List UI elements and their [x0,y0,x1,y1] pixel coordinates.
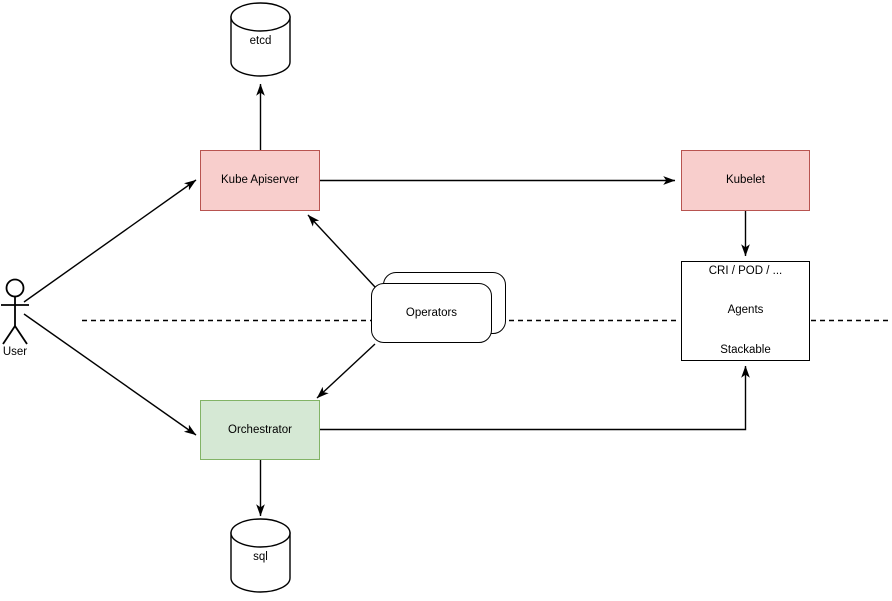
etcd-cylinder-shape [230,2,291,77]
sql-label: sql [253,551,268,563]
edge-operators-to-apiserver [307,214,376,288]
user-label: User [2,346,28,358]
agents-stackable-segment[interactable]: Stackable [681,340,810,361]
node-kube-apiserver[interactable]: Kube Apiserver [200,150,320,211]
edge-orchestrator-to-stackable [320,365,750,431]
node-operators-group[interactable]: Operators [371,272,506,344]
edge-user-to-apiserver [23,179,197,303]
node-orchestrator[interactable]: Orchestrator [200,400,320,460]
node-agents-group[interactable]: CRI / POD / ... Agents Stackable [681,261,810,361]
etcd-label: etcd [249,35,272,47]
node-operators[interactable]: Operators [371,283,492,343]
agents-cri-pod-segment[interactable]: CRI / POD / ... [681,261,810,282]
node-kubelet[interactable]: Kubelet [681,150,810,211]
edge-operators-to-orchestrator [316,343,376,399]
sql-cylinder-shape [230,518,291,593]
agents-middle-segment[interactable]: Agents [681,281,810,341]
user-actor-shape [1,278,29,345]
edge-user-to-orchestrator [23,313,197,436]
